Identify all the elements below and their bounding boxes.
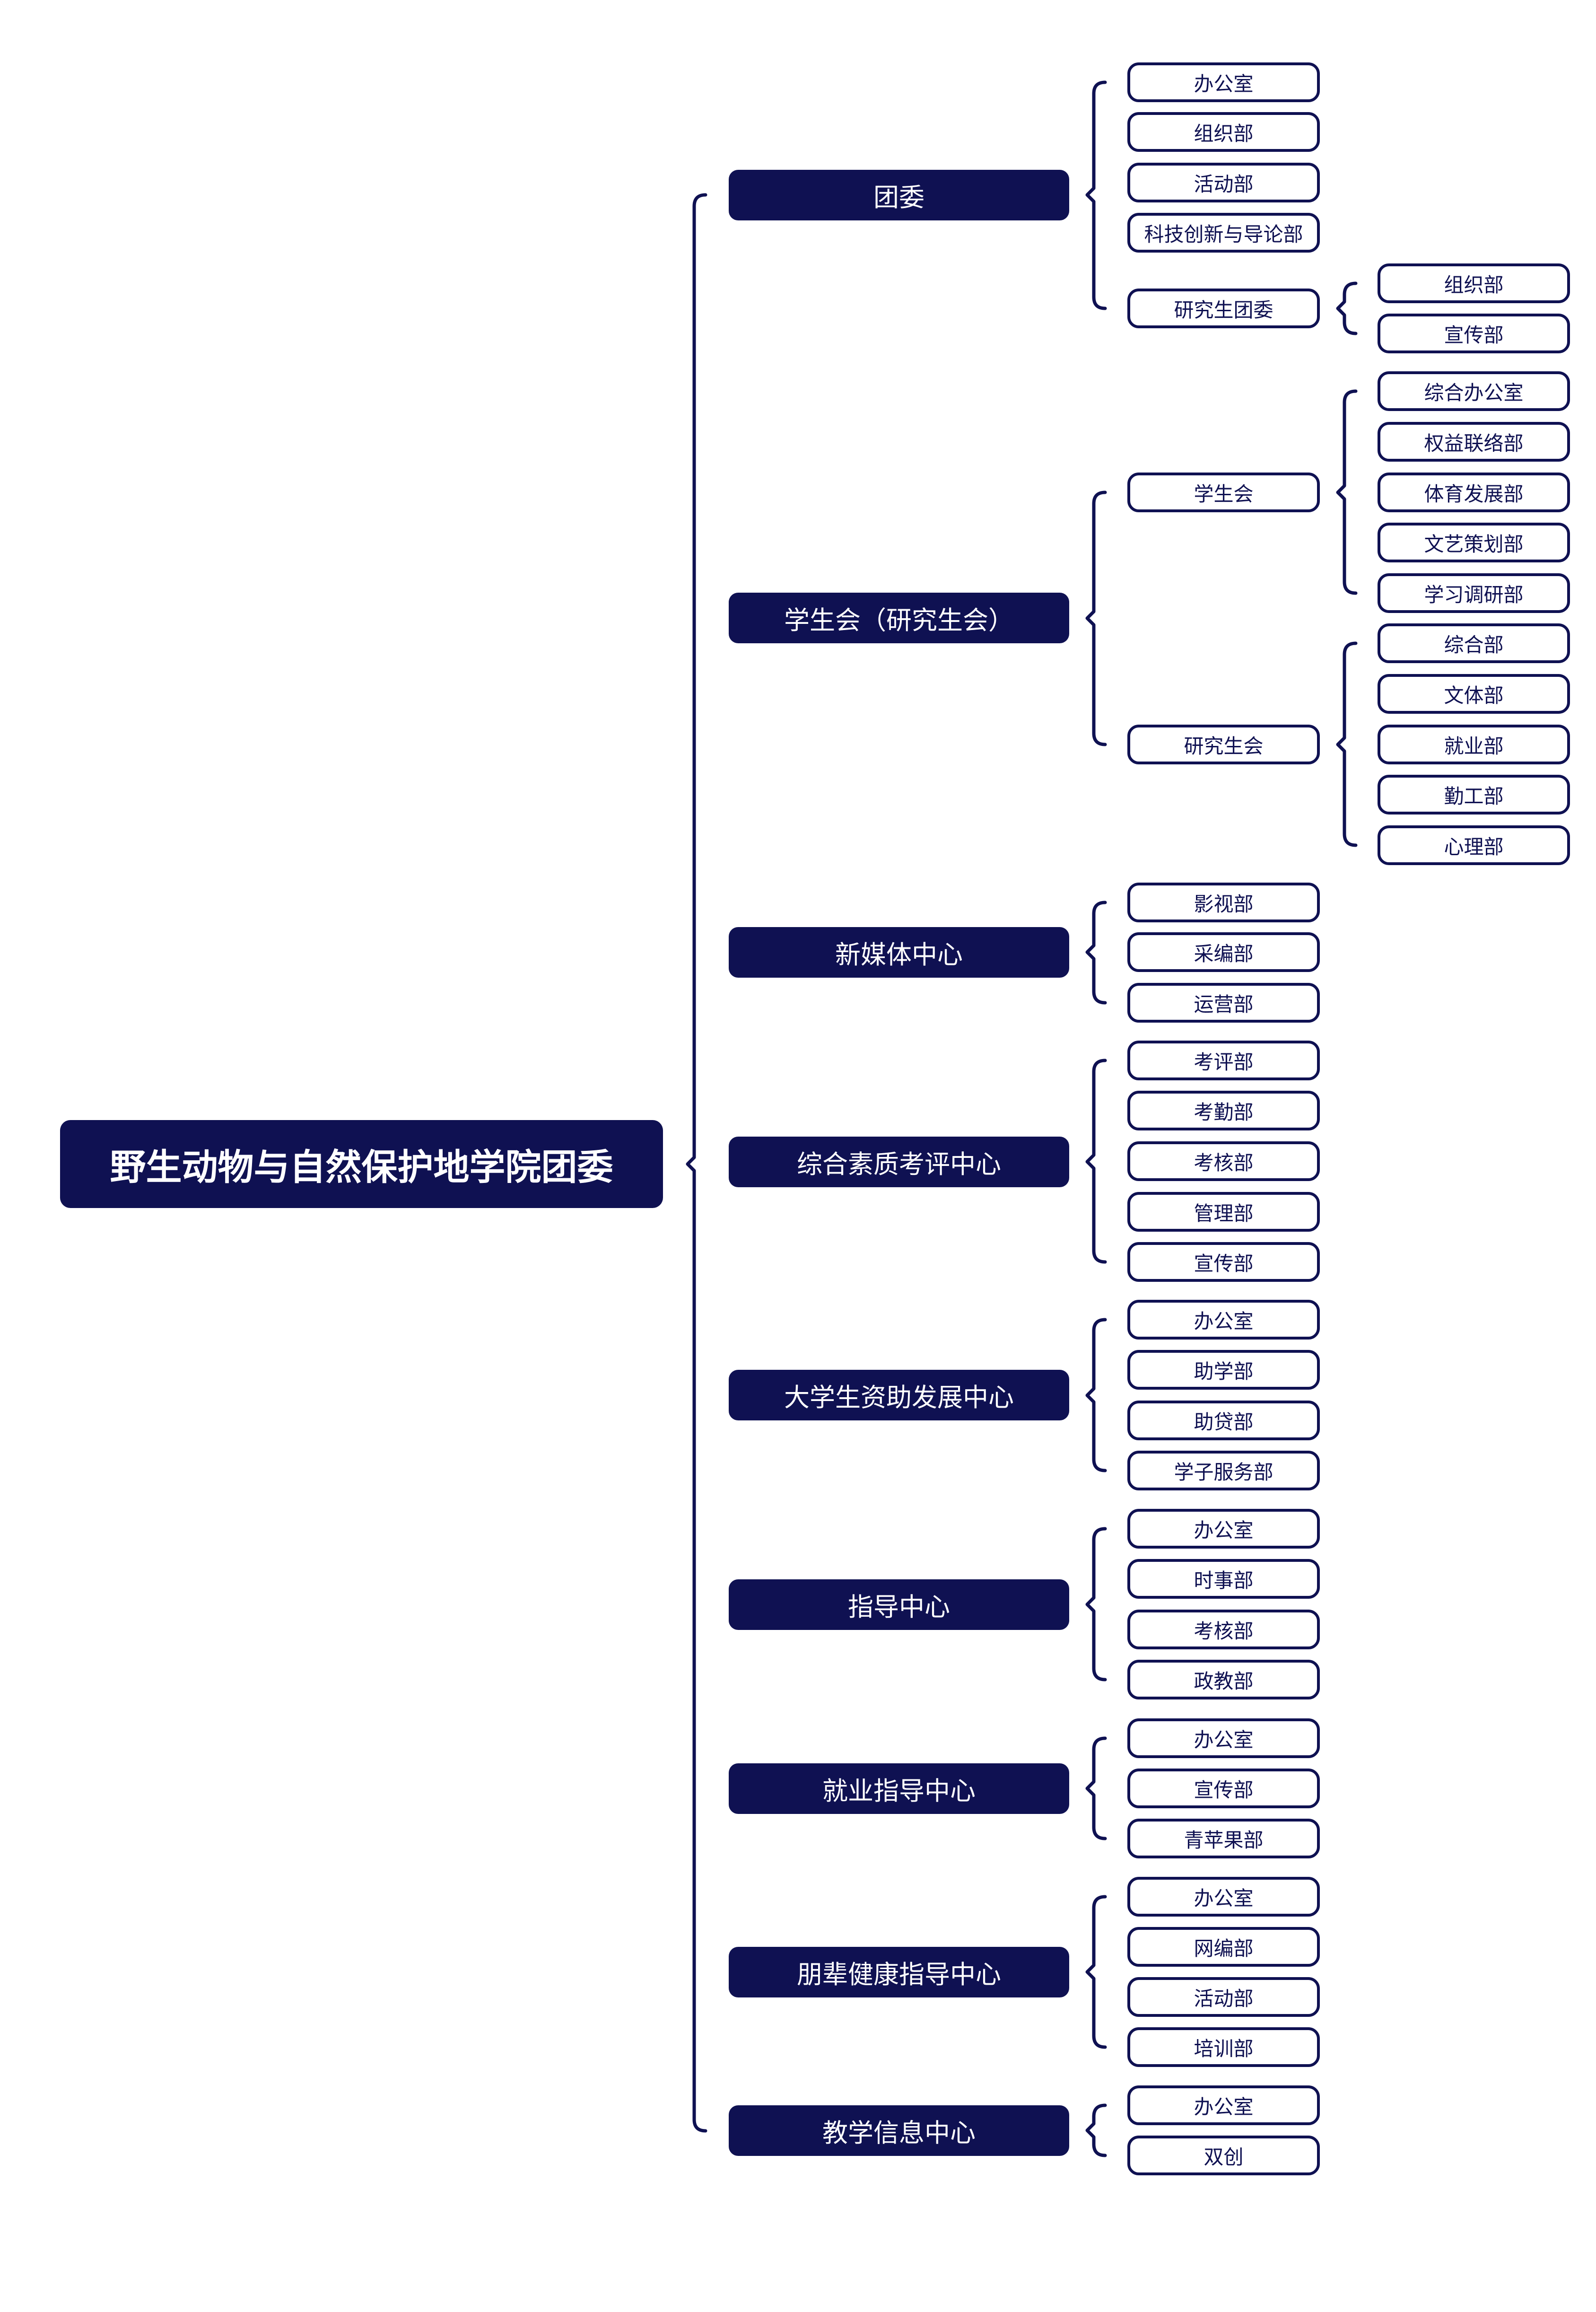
leaf-node[interactable]: 勤工部	[1378, 775, 1570, 814]
leaf-node[interactable]: 网编部	[1127, 1927, 1320, 1967]
branch-brace-financial-aid	[1085, 1318, 1107, 1472]
leaf-node[interactable]: 培训部	[1127, 2027, 1320, 2067]
branch-brace-peer-health	[1085, 1895, 1107, 2049]
leaf-node[interactable]: 宣传部	[1127, 1242, 1320, 1282]
leaf-node[interactable]: 文艺策划部	[1378, 523, 1570, 562]
leaf-node[interactable]: 考评部	[1127, 1041, 1320, 1080]
branch-brace-employment	[1085, 1736, 1107, 1840]
leaf-node[interactable]: 办公室	[1127, 1877, 1320, 1917]
branch-brace-tuanwei	[1085, 80, 1107, 310]
branch-brace-evaluation	[1085, 1059, 1107, 1264]
branch-node-financial-aid[interactable]: 大学生资助发展中心	[729, 1370, 1069, 1420]
leaf-node[interactable]: 心理部	[1378, 825, 1570, 865]
leaf-node[interactable]: 考勤部	[1127, 1091, 1320, 1130]
sub-branch-node[interactable]: 学生会	[1127, 473, 1320, 512]
leaf-node[interactable]: 办公室	[1127, 2085, 1320, 2125]
leaf-node[interactable]: 活动部	[1127, 163, 1320, 202]
branch-node-guidance[interactable]: 指导中心	[729, 1579, 1069, 1630]
branch-node-evaluation[interactable]: 综合素质考评中心	[729, 1137, 1069, 1187]
branch-node-employment[interactable]: 就业指导中心	[729, 1763, 1069, 1814]
leaf-node[interactable]: 学习调研部	[1378, 573, 1570, 613]
branch-node-teaching-info[interactable]: 教学信息中心	[729, 2105, 1069, 2156]
leaf-node[interactable]: 办公室	[1127, 1718, 1320, 1758]
sub-brace-student-union	[1336, 389, 1358, 595]
branch-node-student-union[interactable]: 学生会（研究生会）	[729, 593, 1069, 643]
leaf-node[interactable]: 活动部	[1127, 1977, 1320, 2017]
root-brace	[686, 193, 707, 2133]
sub-branch-node[interactable]: 研究生会	[1127, 725, 1320, 764]
leaf-node[interactable]: 管理部	[1127, 1192, 1320, 1232]
leaf-node[interactable]: 青苹果部	[1127, 1819, 1320, 1858]
leaf-node[interactable]: 影视部	[1127, 883, 1320, 922]
leaf-node[interactable]: 综合部	[1378, 623, 1570, 663]
leaf-node[interactable]: 时事部	[1127, 1559, 1320, 1599]
leaf-node[interactable]: 组织部	[1378, 263, 1570, 303]
leaf-node[interactable]: 政教部	[1127, 1660, 1320, 1699]
leaf-node[interactable]: 采编部	[1127, 932, 1320, 972]
leaf-node[interactable]: 办公室	[1127, 1509, 1320, 1549]
sub-brace-grad-union	[1336, 641, 1358, 847]
leaf-node[interactable]: 助贷部	[1127, 1401, 1320, 1440]
leaf-node[interactable]: 体育发展部	[1378, 473, 1570, 512]
root-node[interactable]: 野生动物与自然保护地学院团委	[60, 1120, 663, 1208]
leaf-node[interactable]: 组织部	[1127, 112, 1320, 152]
leaf-node[interactable]: 科技创新与导论部	[1127, 213, 1320, 253]
sub-brace-grad-league	[1336, 281, 1358, 335]
branch-node-new-media[interactable]: 新媒体中心	[729, 927, 1069, 978]
sub-branch-node[interactable]: 研究生团委	[1127, 289, 1320, 328]
leaf-node[interactable]: 宣传部	[1127, 1769, 1320, 1808]
branch-brace-student-union	[1085, 490, 1107, 746]
branch-node-peer-health[interactable]: 朋辈健康指导中心	[729, 1947, 1069, 1997]
branch-brace-guidance	[1085, 1527, 1107, 1681]
leaf-node[interactable]: 运营部	[1127, 983, 1320, 1023]
branch-brace-new-media	[1085, 901, 1107, 1005]
leaf-node[interactable]: 文体部	[1378, 674, 1570, 714]
leaf-node[interactable]: 综合办公室	[1378, 371, 1570, 411]
leaf-node[interactable]: 就业部	[1378, 725, 1570, 764]
leaf-node[interactable]: 考核部	[1127, 1610, 1320, 1649]
leaf-node[interactable]: 权益联络部	[1378, 422, 1570, 462]
branch-brace-teaching-info	[1085, 2103, 1107, 2157]
leaf-node[interactable]: 考核部	[1127, 1141, 1320, 1181]
leaf-node[interactable]: 办公室	[1127, 62, 1320, 102]
leaf-node[interactable]: 宣传部	[1378, 314, 1570, 353]
leaf-node[interactable]: 助学部	[1127, 1350, 1320, 1390]
leaf-node[interactable]: 办公室	[1127, 1300, 1320, 1340]
leaf-node[interactable]: 学子服务部	[1127, 1451, 1320, 1490]
branch-node-tuanwei[interactable]: 团委	[729, 170, 1069, 220]
leaf-node[interactable]: 双创	[1127, 2136, 1320, 2175]
